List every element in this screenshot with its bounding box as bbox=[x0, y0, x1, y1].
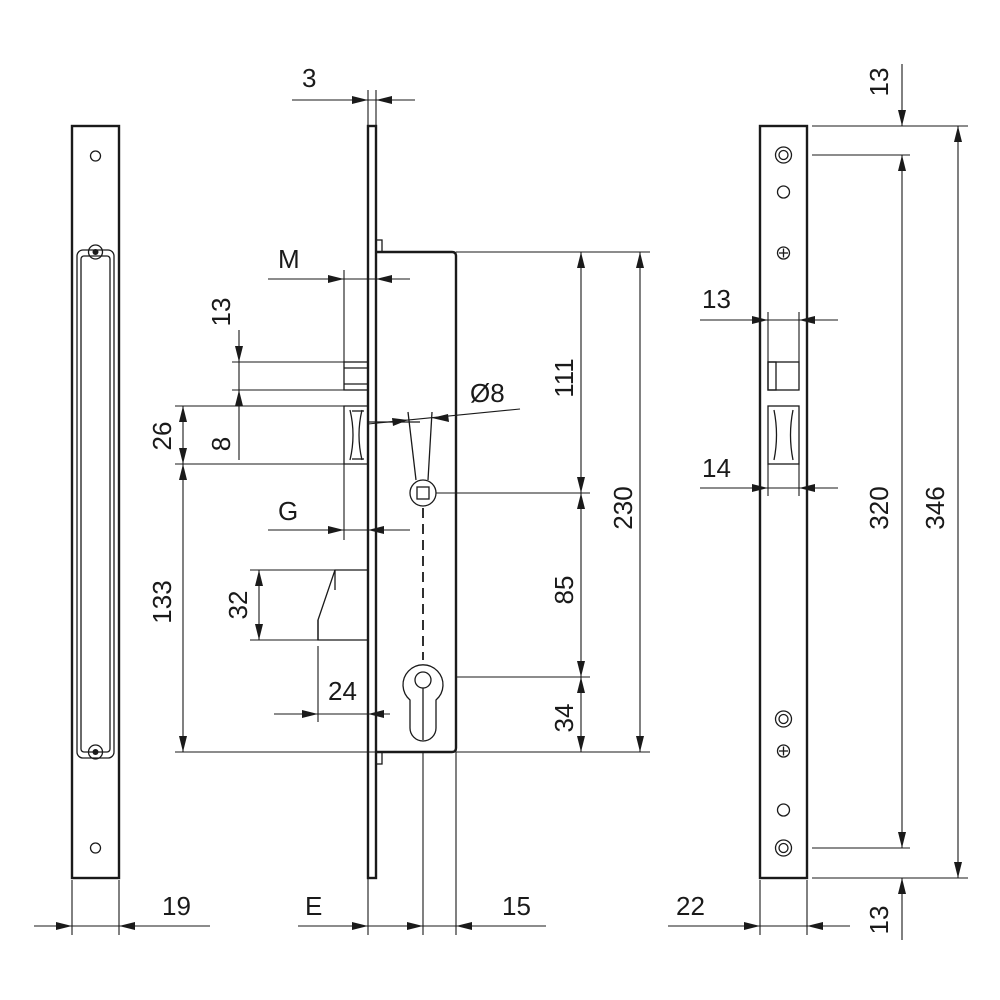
dim-g: G bbox=[268, 464, 410, 540]
dim-32-label: 32 bbox=[223, 591, 253, 620]
dim-13-right-label: 13 bbox=[702, 284, 731, 314]
left-screw-bottom-dot bbox=[92, 749, 99, 755]
dim-111-85-34-230: 111 85 34 230 bbox=[436, 251, 650, 753]
dim-13-right: 13 bbox=[700, 284, 838, 362]
dim-13-latch: 13 bbox=[206, 298, 344, 460]
left-hole-bottom bbox=[89, 842, 102, 854]
dim-22: 22 bbox=[668, 880, 850, 935]
dim-85-label: 85 bbox=[549, 576, 579, 605]
dim-19: 19 bbox=[34, 880, 210, 935]
dim-24: 24 bbox=[274, 646, 390, 722]
dim-8-label: 8 bbox=[206, 437, 236, 451]
dim-m: M bbox=[268, 244, 410, 362]
dim-22-label: 22 bbox=[676, 891, 705, 921]
dim-320-label: 320 bbox=[864, 486, 894, 529]
dim-26: 26 bbox=[147, 405, 232, 465]
left-faceplate-view bbox=[70, 124, 121, 880]
spindle-lever bbox=[407, 411, 433, 481]
left-faceplate-outline bbox=[70, 124, 121, 880]
cylinder-cam bbox=[414, 671, 432, 689]
right-cross-screw-top bbox=[776, 246, 791, 260]
lock-case-body bbox=[376, 250, 458, 754]
cylinder-cutout bbox=[402, 664, 444, 742]
dim-320-346: 13 320 13 346 bbox=[812, 64, 968, 940]
right-screw-top bbox=[774, 146, 793, 164]
left-screw-bottom bbox=[87, 744, 104, 760]
dim-3-label: 3 bbox=[302, 63, 316, 93]
dim-230-label: 230 bbox=[608, 486, 638, 529]
right-screw-bottom bbox=[774, 839, 793, 857]
dim-13-latch-label: 13 bbox=[206, 298, 236, 327]
dim-32: 32 bbox=[223, 569, 335, 641]
dim-e-label: E bbox=[305, 891, 322, 921]
dim-m-label: M bbox=[278, 244, 300, 274]
dim-346-label: 346 bbox=[920, 486, 950, 529]
right-hole-bottom bbox=[776, 803, 791, 817]
dim-13-bottom-label: 13 bbox=[864, 906, 894, 935]
dim-diameter-8: Ø8 bbox=[367, 378, 521, 426]
dim-3: 3 bbox=[292, 63, 415, 126]
left-screw-top bbox=[87, 244, 104, 260]
middle-lock-body-view bbox=[317, 124, 458, 935]
left-inner-frame-inset bbox=[80, 255, 111, 753]
dim-34-label: 34 bbox=[549, 704, 579, 733]
right-roller-opening bbox=[767, 405, 800, 465]
left-hole-top bbox=[89, 150, 102, 162]
left-screw-top-dot bbox=[92, 249, 99, 255]
dim-19-label: 19 bbox=[162, 891, 191, 921]
right-latch-opening bbox=[767, 361, 800, 391]
latch-upper bbox=[343, 361, 369, 391]
roller-latch bbox=[343, 405, 369, 465]
dim-14: 14 bbox=[700, 453, 838, 496]
dim-133: 133 bbox=[147, 464, 376, 753]
right-screw-mid-lower bbox=[774, 710, 793, 728]
dim-8: 8 bbox=[206, 405, 344, 465]
deadbolt bbox=[317, 569, 368, 641]
dim-133-label: 133 bbox=[147, 580, 177, 623]
dim-13-top-label: 13 bbox=[864, 68, 894, 97]
right-faceplate-outline bbox=[758, 124, 809, 880]
middle-faceplate bbox=[366, 124, 378, 880]
right-hole-top bbox=[776, 185, 791, 199]
left-inner-frame bbox=[76, 249, 115, 759]
dim-g-label: G bbox=[278, 496, 298, 526]
spindle-hub bbox=[409, 479, 437, 507]
dim-24-label: 24 bbox=[328, 676, 357, 706]
right-cross-screw-bottom bbox=[776, 744, 791, 758]
right-faceplate-view bbox=[758, 124, 809, 880]
spindle-square bbox=[416, 486, 430, 500]
dim-26-label: 26 bbox=[147, 422, 177, 451]
dim-e-15: E 15 bbox=[298, 891, 546, 930]
dim-diameter-8-label: Ø8 bbox=[470, 378, 505, 408]
dim-15-label: 15 bbox=[502, 891, 531, 921]
dim-111-label: 111 bbox=[549, 358, 579, 398]
dim-14-label: 14 bbox=[702, 453, 731, 483]
